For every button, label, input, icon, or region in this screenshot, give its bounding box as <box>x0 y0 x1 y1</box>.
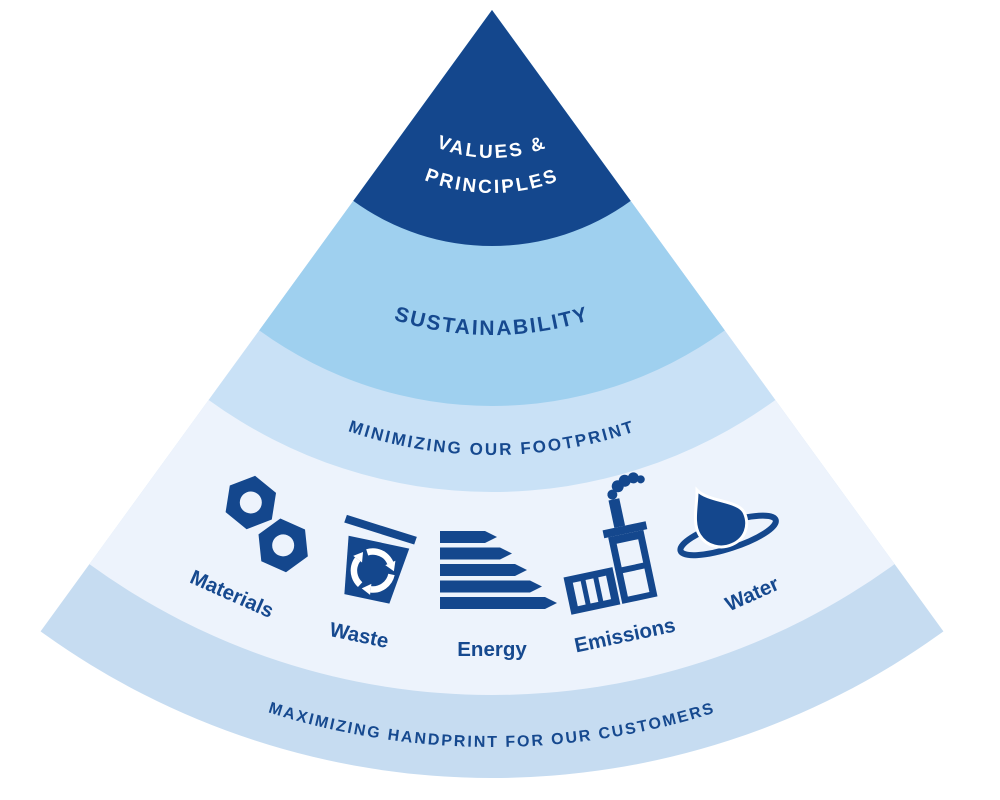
energy-rating-bars-icon <box>440 531 557 609</box>
building-window <box>572 581 586 607</box>
nut-lower <box>258 518 308 573</box>
energy-bar <box>440 531 497 543</box>
factory-icon <box>563 472 658 615</box>
hex-nuts-icon <box>225 475 308 573</box>
energy-bar <box>440 547 512 560</box>
building-window <box>598 575 612 601</box>
energy-bar <box>440 597 557 609</box>
tier1-cone-values <box>353 10 631 247</box>
bin-lid <box>344 514 417 545</box>
recycle-arrowhead <box>361 583 372 595</box>
nut-upper <box>225 475 277 530</box>
recycle-arrowhead <box>385 560 396 572</box>
bin-body <box>344 535 410 604</box>
water-drop-ripple-icon <box>677 486 779 559</box>
smoke-puff <box>627 472 639 484</box>
roof-ledge <box>602 521 648 539</box>
recycle-ring <box>350 548 396 593</box>
smoke-puff <box>636 475 645 484</box>
building-window <box>622 568 650 597</box>
recycling-bin-icon <box>344 514 417 604</box>
chimney <box>608 498 626 528</box>
energy-bar <box>440 580 542 593</box>
water-drop <box>693 486 749 549</box>
building-window <box>616 539 644 568</box>
energy-bar <box>440 564 527 576</box>
building-window <box>585 578 599 604</box>
smoke-puff <box>607 489 618 500</box>
smoke-puff <box>618 474 631 487</box>
recycle-arrowhead <box>353 551 364 563</box>
focus-area-label-energy: Energy <box>457 638 527 661</box>
